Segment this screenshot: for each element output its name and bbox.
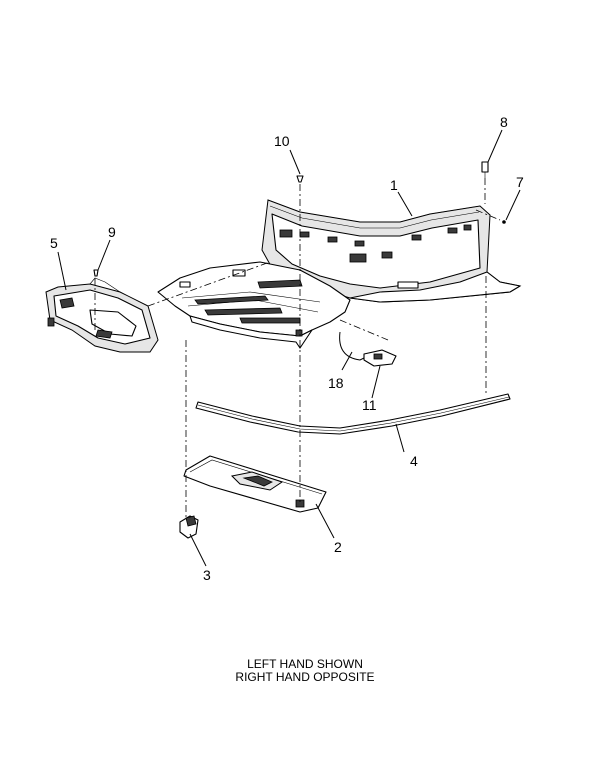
part-9-fastener xyxy=(93,269,99,277)
callout-3: 3 xyxy=(203,567,211,583)
part-3-clip xyxy=(179,515,199,539)
part-4-sill-strip xyxy=(195,393,511,435)
callout-9: 9 xyxy=(108,224,116,240)
caption-line-2: RIGHT HAND OPPOSITE xyxy=(235,670,375,684)
callout-2: 2 xyxy=(334,539,342,555)
caption-line-1: LEFT HAND SHOWN xyxy=(247,657,363,671)
part-10-fastener xyxy=(296,175,304,183)
diagram-caption: LEFT HAND SHOWN RIGHT HAND OPPOSITE xyxy=(0,658,610,684)
alignment-lines xyxy=(94,178,501,520)
callout-18: 18 xyxy=(328,375,344,391)
callout-10: 10 xyxy=(274,133,290,149)
leader-lines xyxy=(57,129,521,567)
part-2-plate xyxy=(183,455,327,513)
callout-1: 1 xyxy=(390,177,398,193)
callout-11: 11 xyxy=(362,397,377,413)
callout-7: 7 xyxy=(516,174,524,190)
part-1-trim-panel xyxy=(261,199,522,303)
callout-4: 4 xyxy=(410,453,418,469)
part-18-wire xyxy=(339,331,365,361)
part-5-side-trim xyxy=(45,277,159,353)
callout-5: 5 xyxy=(50,235,58,251)
part-7-fastener xyxy=(502,220,506,224)
callout-8: 8 xyxy=(500,114,508,130)
part-11-connector xyxy=(363,349,397,367)
part-8-fastener xyxy=(481,161,489,178)
